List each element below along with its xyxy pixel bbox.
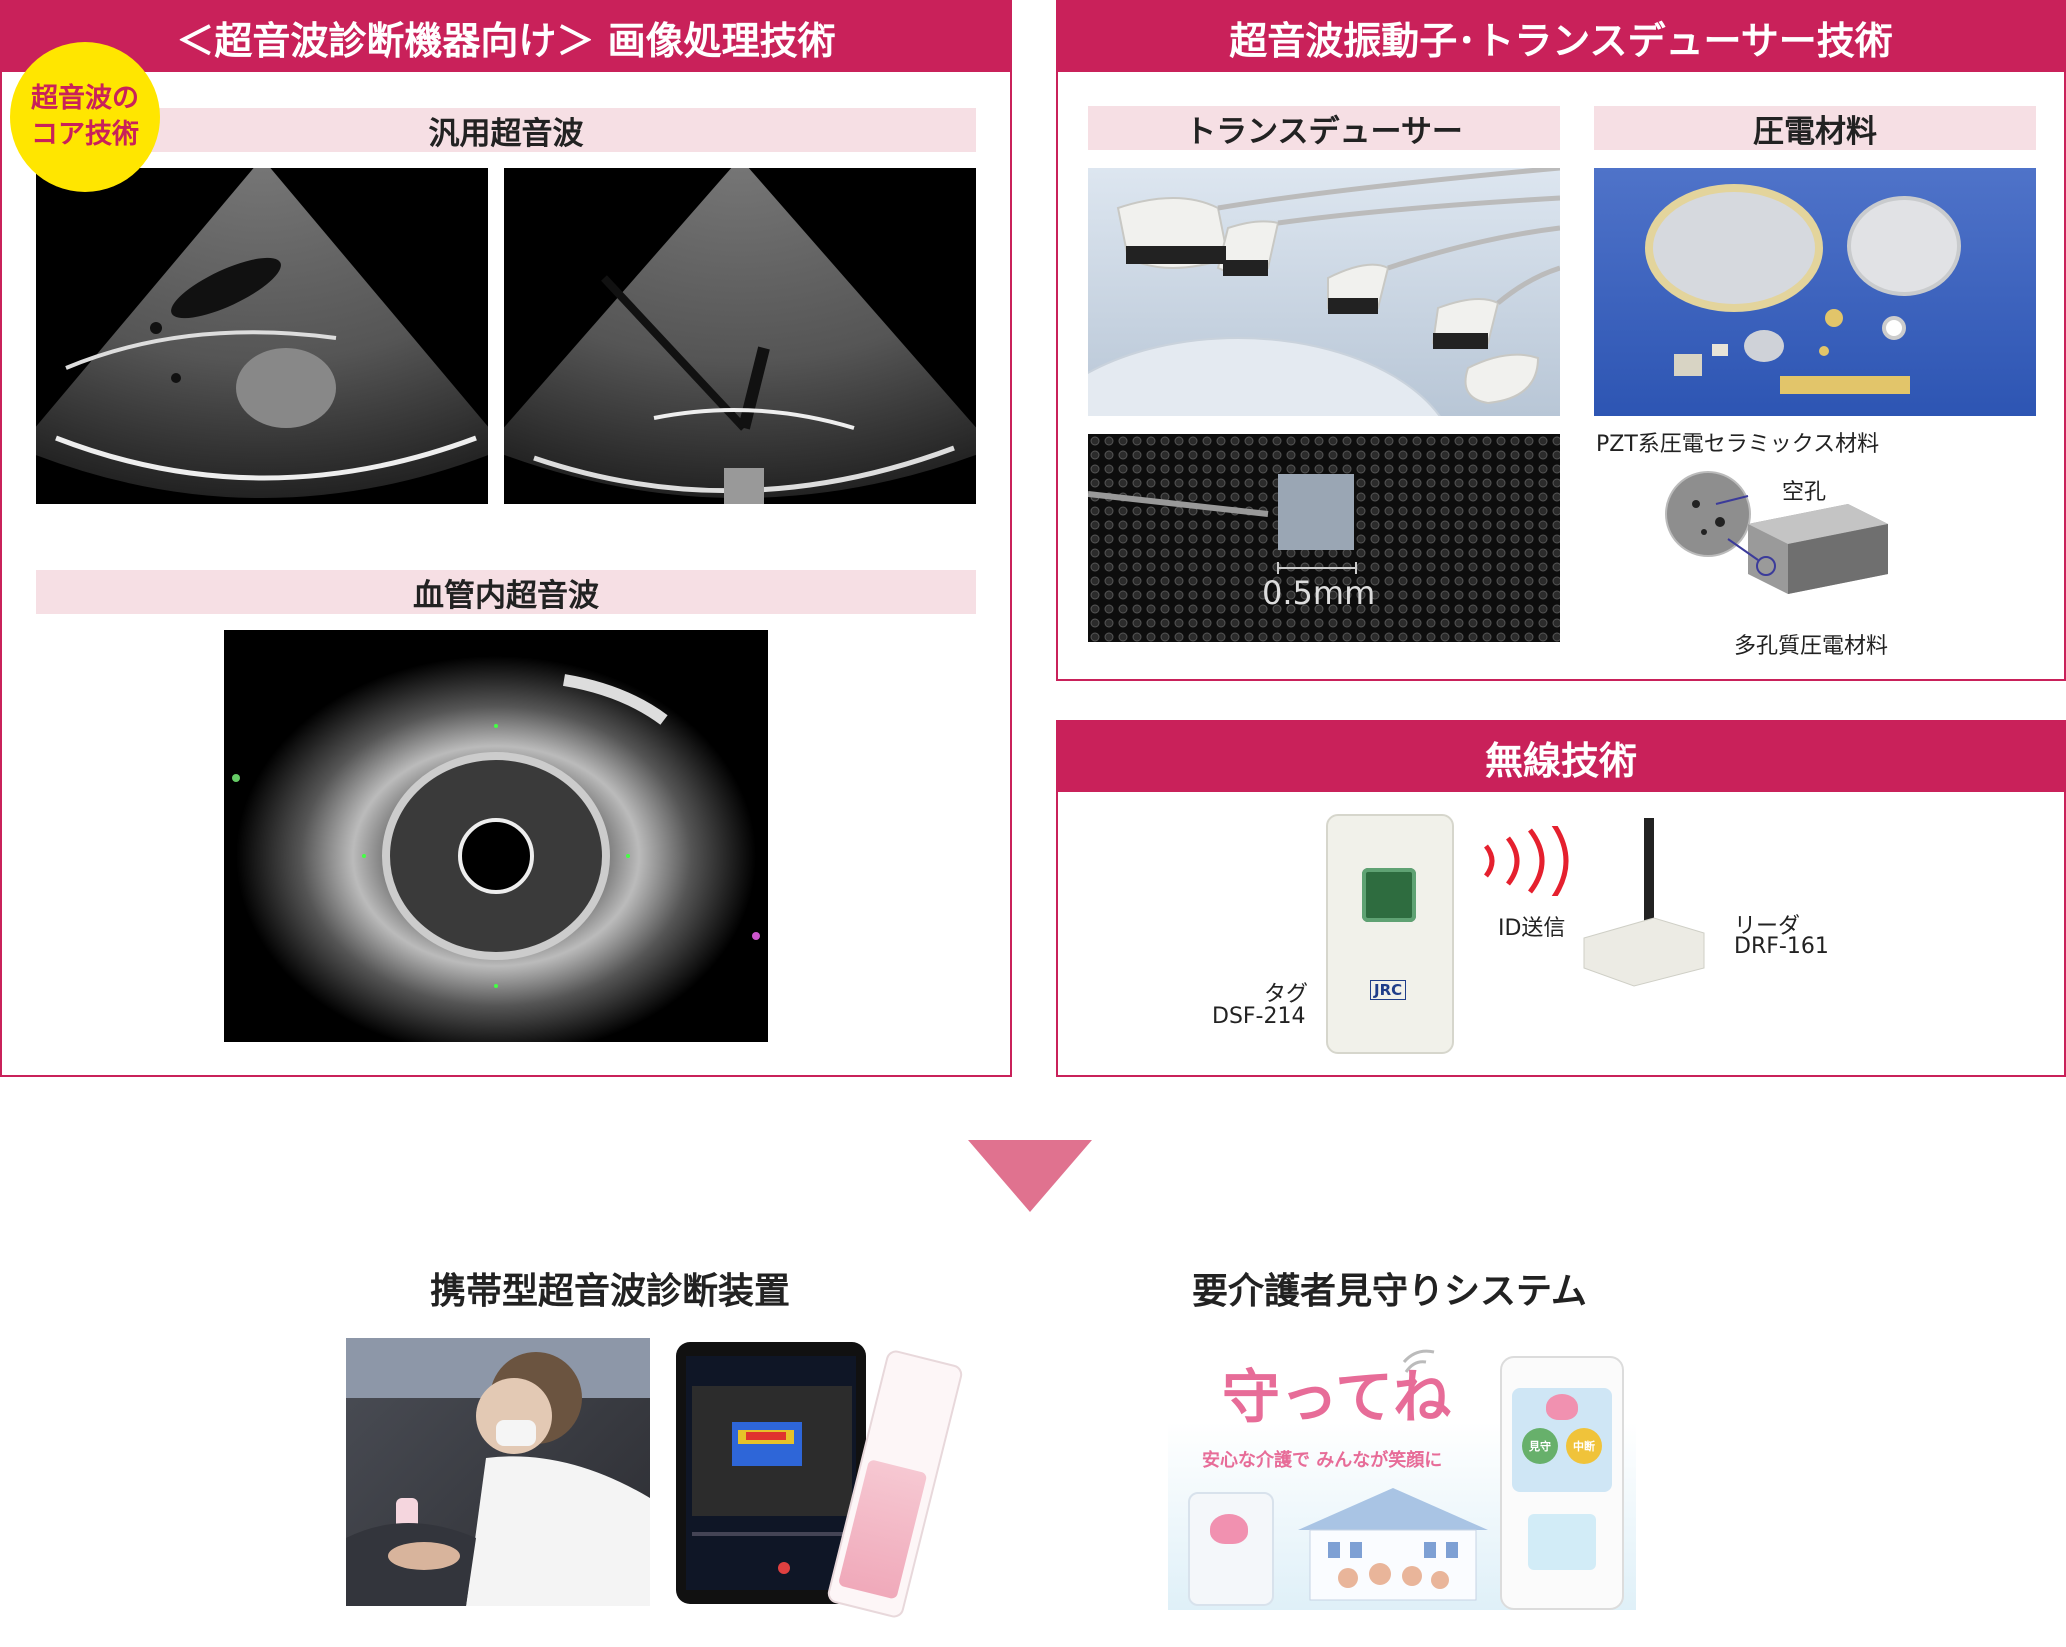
tag-label-line2: DSF-214	[1212, 1004, 1306, 1029]
badge-line-2: コア技術	[31, 119, 139, 150]
clinician-photo	[346, 1338, 650, 1606]
porous-material-caption: 多孔質圧電材料	[1734, 634, 1889, 659]
wifi-mark-icon	[1402, 1349, 1435, 1373]
wireless-panel: 無線技術 JRC ID送信 リーダ DRF-161 タグ DSF-214	[1056, 720, 2066, 1077]
ultrasound-panel-title: ＜超音波診断機器向け＞ 画像処理技術	[2, 2, 1010, 72]
badge-line-1: 超音波の	[31, 83, 139, 114]
brand-logo: 守ってね	[1222, 1363, 1452, 1431]
tablet-screen	[676, 1342, 866, 1604]
reader-device	[1583, 818, 1705, 987]
micro-element-photo: 0.5mm	[1088, 434, 1560, 642]
reader-label-line1: リーダ	[1734, 914, 1801, 939]
pzt-caption: PZT系圧電セラミックス材料	[1596, 432, 1880, 457]
reader-label-line2: DRF-161	[1734, 934, 1829, 959]
general-ultrasound-image-1	[36, 168, 488, 504]
tag-device: JRC	[1326, 814, 1454, 1054]
receiver-device: 見守 中断	[1500, 1356, 1624, 1610]
interrupt-button[interactable]: 中断	[1566, 1428, 1602, 1464]
piezo-subhead: 圧電材料	[1594, 106, 2036, 150]
id-transmission-label: ID送信	[1498, 916, 1566, 941]
piezo-ceramics-photo	[1594, 168, 2036, 416]
transducer-panel-title: 超音波振動子･トランスデューサー技術	[1058, 2, 2064, 72]
receiver-panel: 見守 中断	[1512, 1388, 1612, 1492]
scale-bar-label: 0.5mm	[1262, 574, 1376, 612]
tag-indicator-icon	[1362, 868, 1416, 922]
heart-icon	[1210, 1514, 1248, 1544]
slogan-text: 安心な介護で みんなが笑顔に	[1202, 1450, 1443, 1471]
porous-material-diagram	[1665, 471, 1888, 594]
core-technology-badge: 超音波の コア技術	[10, 42, 160, 192]
general-ultrasound-subhead: 汎用超音波	[36, 108, 976, 152]
tag-label-line1: タグ	[1264, 982, 1309, 1007]
mimamori-button[interactable]: 見守	[1522, 1428, 1558, 1464]
transducer-panel: 超音波振動子･トランスデューサー技術 トランスデューサー 圧電材料	[1056, 0, 2066, 681]
pore-label: 空孔	[1782, 480, 1827, 505]
tag-logo: JRC	[1370, 980, 1407, 1000]
monitoring-system-title: 要介護者見守りシステム	[1192, 1271, 1587, 1312]
ivus-image	[224, 630, 768, 1042]
ivus-subhead: 血管内超音波	[36, 570, 976, 614]
portable-ultrasound-title: 携帯型超音波診断装置	[430, 1271, 791, 1312]
transducer-subhead: トランスデューサー	[1088, 106, 1560, 150]
wireless-panel-title: 無線技術	[1058, 722, 2064, 792]
down-arrow-icon	[968, 1140, 1092, 1212]
radio-wave-icon	[1483, 826, 1569, 896]
receiver-screen	[1528, 1514, 1596, 1570]
receiver-heart-icon	[1546, 1394, 1578, 1420]
monitoring-system-banner: 守ってね 安心な介護で みんなが笑顔に 見守 中断	[1168, 1342, 1636, 1610]
ultrasound-processing-panel: ＜超音波診断機器向け＞ 画像処理技術 汎用超音波 血管内超音波	[0, 0, 1012, 1077]
transducer-probes-photo	[1088, 168, 1560, 416]
general-ultrasound-image-2	[504, 168, 976, 504]
tag-device-small	[1188, 1492, 1274, 1606]
house-illustration	[1298, 1488, 1488, 1601]
